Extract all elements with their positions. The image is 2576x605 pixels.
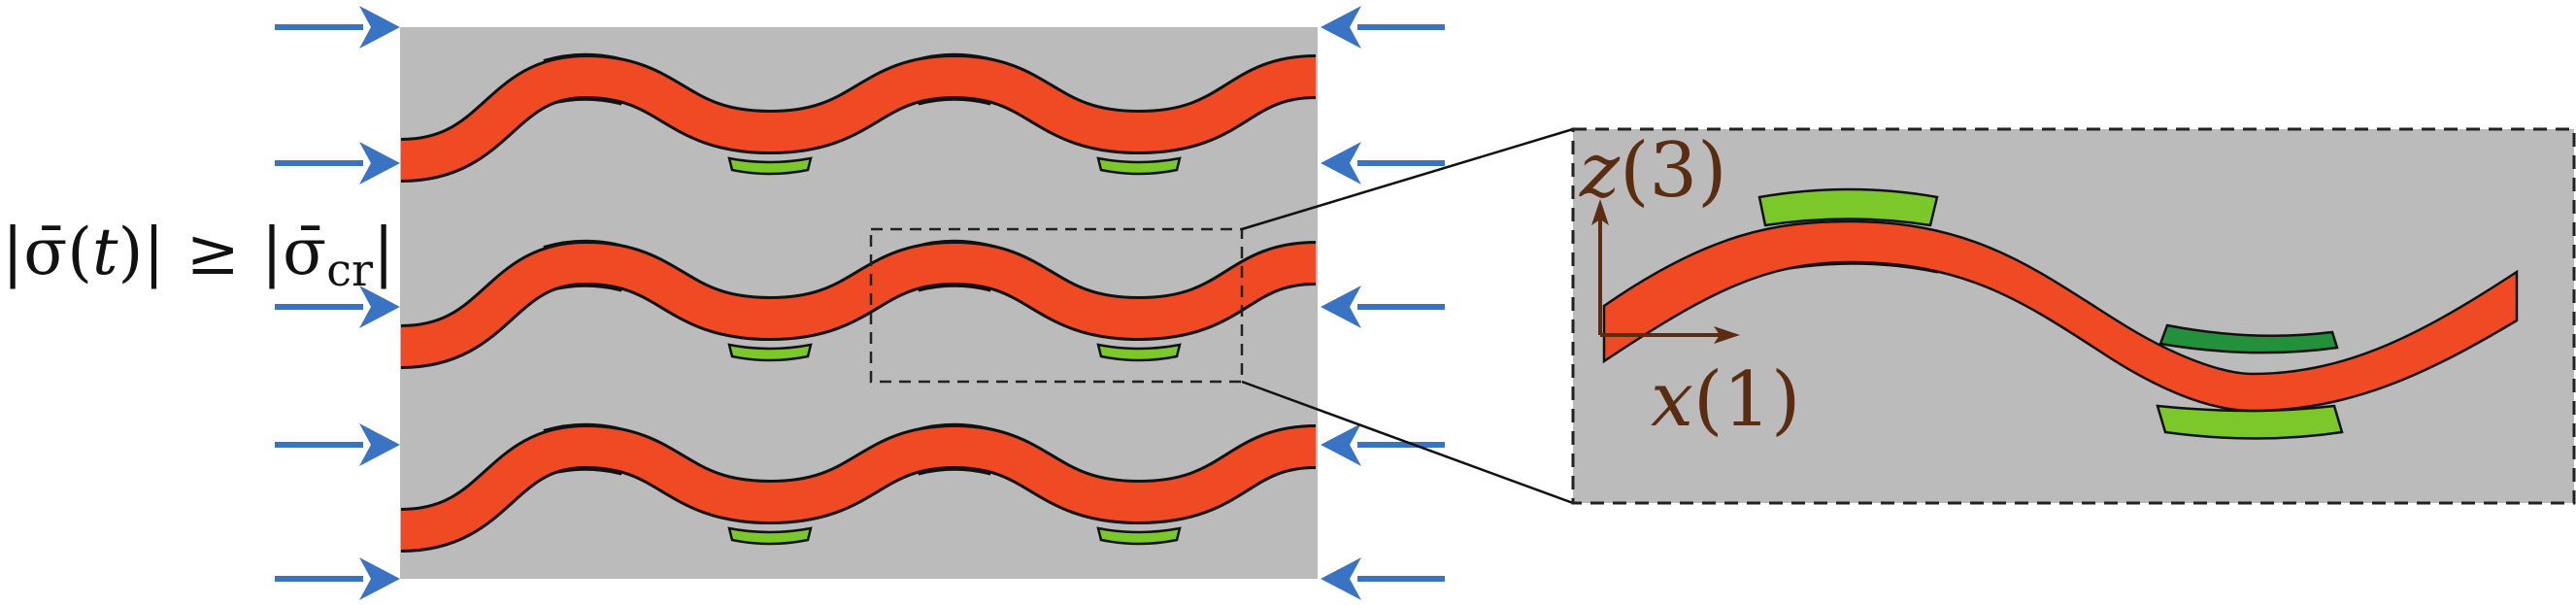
coating-light xyxy=(1096,343,1182,362)
axis-x-label: x(1) xyxy=(1651,356,1801,444)
compression-arrow-icon xyxy=(1321,142,1445,185)
fiber-rows xyxy=(401,52,1316,546)
zoom-connector-top xyxy=(1241,127,1574,231)
compression-arrows xyxy=(275,6,1445,600)
coating-light xyxy=(1096,156,1182,176)
compression-arrow-icon xyxy=(275,557,400,600)
zoom-connector-bottom xyxy=(1241,380,1574,505)
zoom-coating-dark-bottom xyxy=(2158,323,2339,354)
coating-light xyxy=(727,156,813,176)
zoom-coating-light-bottom xyxy=(2156,404,2344,440)
stress-condition-label: |σ̄(t)|≥|σ̄cr| xyxy=(2,215,394,296)
fiber-row xyxy=(401,422,1316,546)
fiber-row xyxy=(401,52,1316,176)
fiber-row xyxy=(401,239,1316,362)
compression-arrow-icon xyxy=(275,6,400,49)
compression-arrow-icon xyxy=(275,142,400,185)
compression-arrow-icon xyxy=(1321,423,1445,466)
compression-arrow-icon xyxy=(1321,6,1445,49)
zoom-fiber-group xyxy=(1602,187,2519,440)
zoom-coating-light-top xyxy=(1757,187,1939,227)
axis-z-arrow-icon xyxy=(1591,199,1609,335)
axis-x-arrow-icon xyxy=(1600,326,1740,344)
compression-arrow-icon xyxy=(275,423,400,466)
compression-arrow-icon xyxy=(1321,557,1445,600)
coating-light xyxy=(1096,526,1182,546)
axis-z-label: z(3) xyxy=(1579,127,1727,215)
zoom-fiber-body xyxy=(1602,219,2519,413)
compression-arrow-icon xyxy=(1321,286,1445,328)
coating-light xyxy=(727,526,813,546)
coating-light xyxy=(727,343,813,362)
zoom-selection-box xyxy=(869,227,1244,384)
compression-arrow-icon xyxy=(275,286,400,328)
